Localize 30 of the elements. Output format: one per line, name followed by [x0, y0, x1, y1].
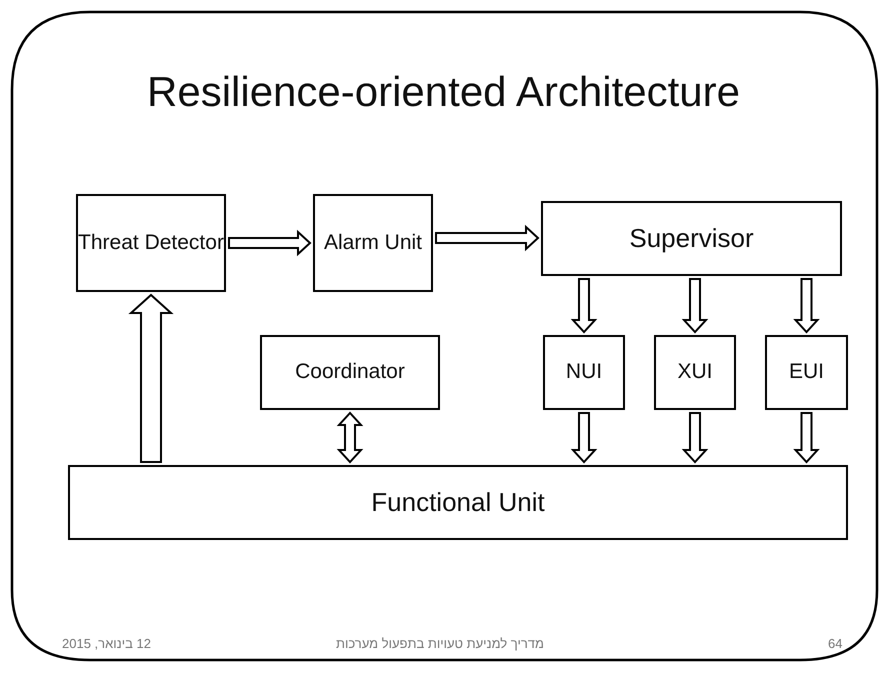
block-arrow: [682, 412, 708, 464]
date-label: 12 בינואר, 2015: [62, 636, 151, 651]
footer-text: מדריך למניעת טעויות בתפעול מערכות: [336, 636, 544, 651]
block-arrow: [793, 412, 820, 464]
process-box: [260, 335, 440, 410]
process-box: [313, 194, 433, 292]
box-label: Threat Detector: [78, 230, 224, 256]
box-label: XUI: [677, 359, 712, 386]
block-arrow: [793, 278, 820, 334]
block-arrow: [570, 278, 598, 334]
box-label: Supervisor: [629, 222, 754, 255]
process-box: [68, 465, 848, 540]
process-box: [541, 201, 842, 276]
block-arrow: [228, 230, 312, 256]
process-box: [765, 335, 848, 410]
block-arrow: [570, 412, 598, 464]
box-label: Alarm Unit: [324, 230, 422, 256]
process-box: [654, 335, 736, 410]
slide-title: Resilience-oriented Architecture: [146, 68, 741, 116]
process-box: [543, 335, 625, 410]
process-box: [76, 194, 226, 292]
box-label: NUI: [566, 359, 602, 386]
box-label: Coordinator: [295, 359, 405, 386]
block-arrow: [336, 412, 364, 464]
block-arrow: [435, 224, 540, 252]
block-arrow: [682, 278, 708, 334]
block-arrow: [128, 294, 174, 463]
page-number: 64: [828, 636, 842, 651]
box-label: Functional Unit: [371, 486, 545, 519]
box-label: EUI: [788, 359, 824, 386]
